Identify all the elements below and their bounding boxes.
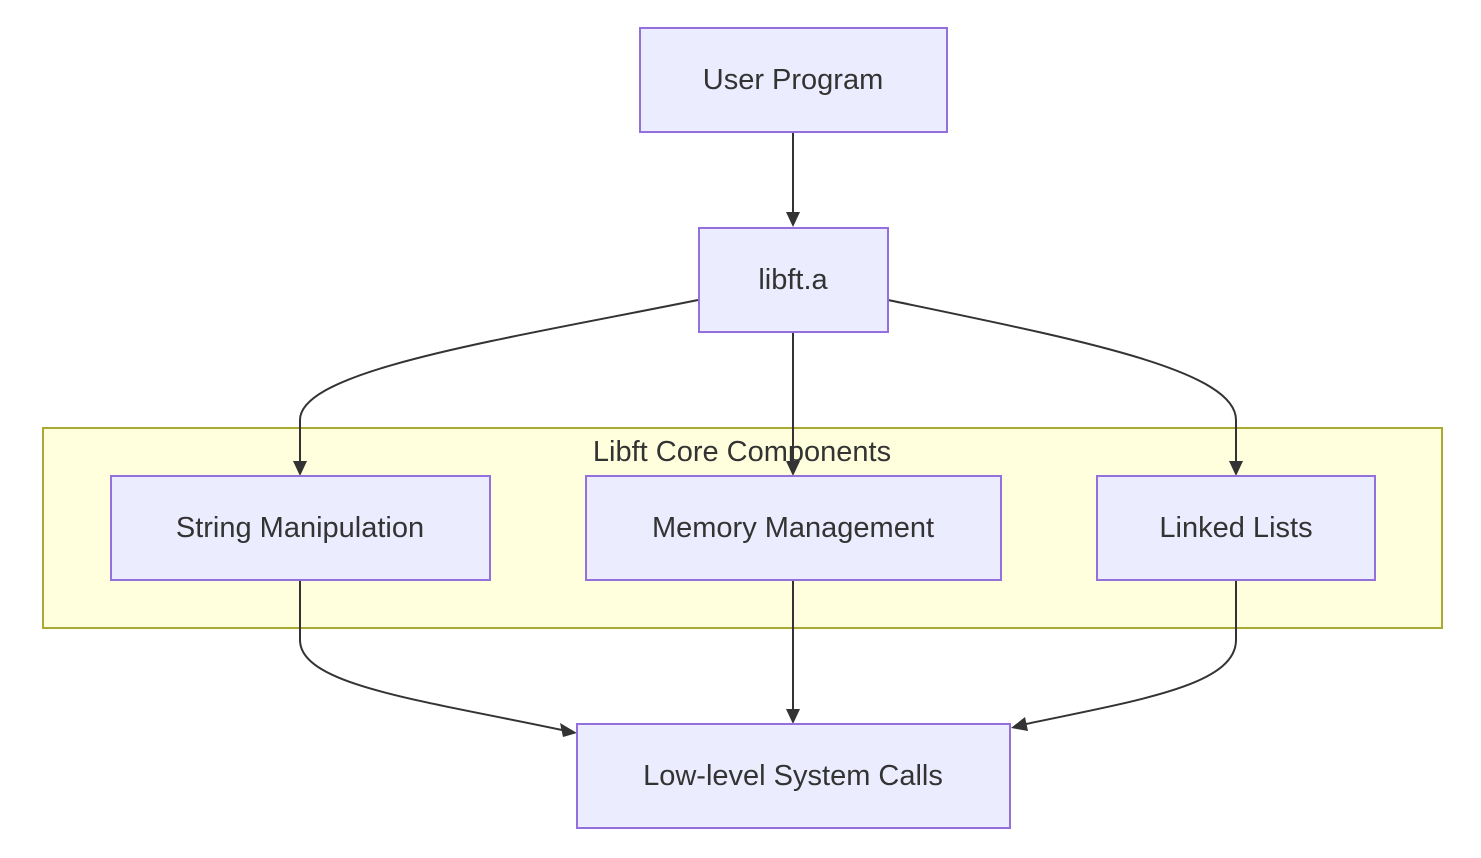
node-box	[698, 227, 889, 333]
node-label: User Program	[703, 64, 884, 96]
node-linked-lists: Linked Lists	[1096, 475, 1376, 581]
node-box	[585, 475, 1002, 581]
arrow-head	[786, 212, 800, 227]
arrow-head	[1011, 717, 1028, 731]
node-label: Linked Lists	[1159, 512, 1312, 544]
node-string-manipulation: String Manipulation	[110, 475, 491, 581]
node-user-program: User Program	[639, 27, 948, 133]
node-box	[639, 27, 948, 133]
node-memory-management: Memory Management	[585, 475, 1002, 581]
arrow-head	[560, 723, 577, 737]
node-box	[110, 475, 491, 581]
arrow-head	[293, 461, 307, 476]
node-label: Memory Management	[652, 512, 934, 544]
arrow-head	[1229, 461, 1243, 476]
arrow-head	[786, 709, 800, 724]
edge-libft-to-linked-lists	[887, 299, 1237, 461]
node-box	[1096, 475, 1376, 581]
edge-libft-to-string-manipulation	[299, 299, 699, 461]
cluster-label: Libft Core Components	[593, 436, 891, 468]
node-libft: libft.a	[698, 227, 889, 333]
arrow-head	[786, 461, 800, 476]
edge-linked-lists-to-system-calls	[1025, 581, 1237, 725]
edge-string-manipulation-to-system-calls	[299, 581, 563, 731]
node-system-calls: Low-level System Calls	[576, 723, 1011, 829]
node-label: Low-level System Calls	[643, 760, 943, 792]
node-label: String Manipulation	[176, 512, 424, 544]
node-box	[576, 723, 1011, 829]
edges	[293, 133, 1243, 737]
node-label: libft.a	[758, 264, 828, 296]
